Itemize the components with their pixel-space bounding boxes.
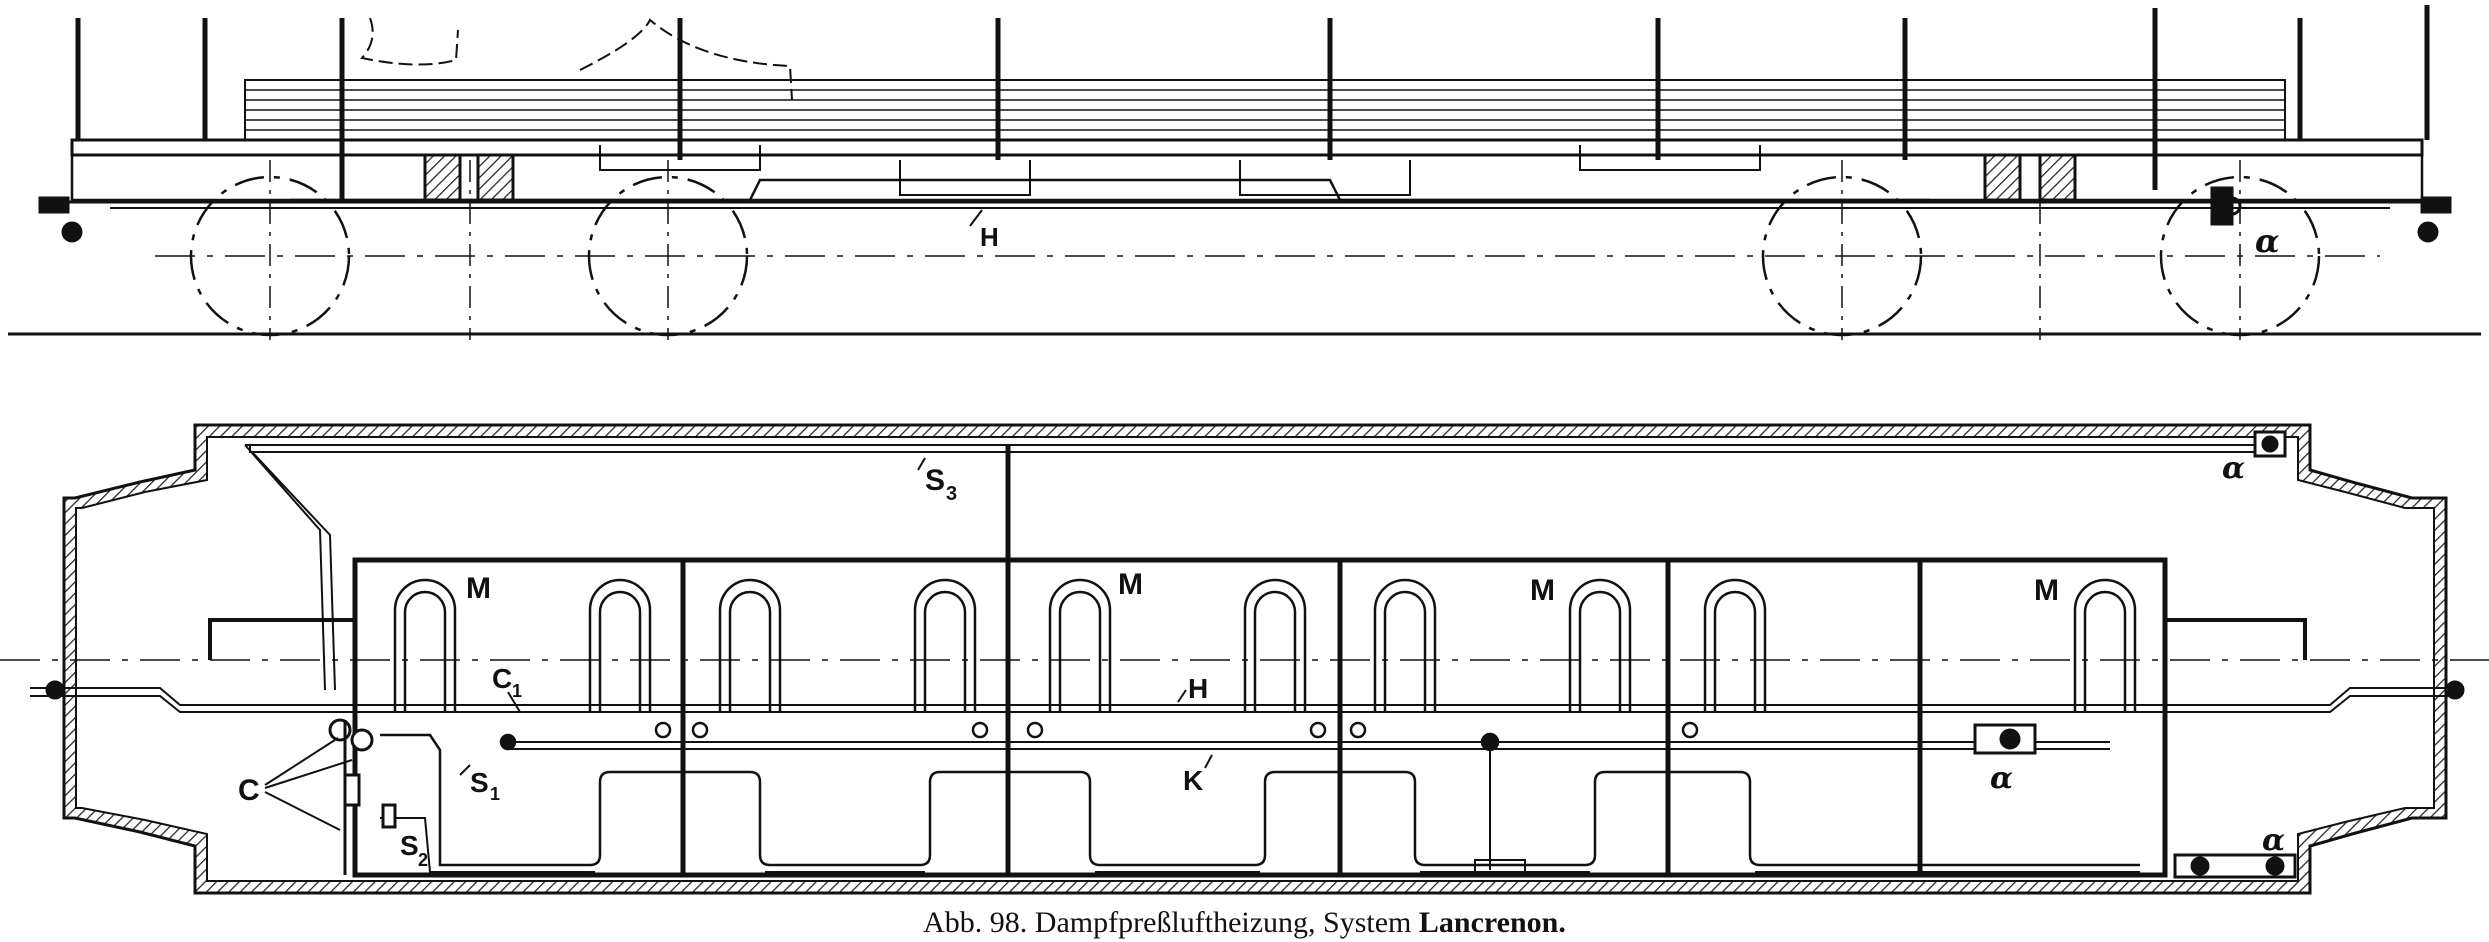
- label-m-2: M: [1118, 568, 1143, 601]
- label-m-4: M: [2034, 574, 2059, 607]
- compartment-block: [352, 557, 2168, 878]
- label-k: K: [1183, 765, 1203, 796]
- heating-pipe-h: [290, 178, 1930, 202]
- label-s1-sub: 1: [490, 784, 500, 804]
- alpha-units: [1973, 430, 2297, 879]
- label-c1-sub: 1: [512, 681, 522, 701]
- label-c-group: C: [238, 774, 260, 807]
- seat-outline-left: [360, 17, 459, 66]
- label-h-plan: H: [1188, 673, 1208, 704]
- return-pipe-s1: [380, 733, 2140, 867]
- vestibule-left: [208, 618, 355, 660]
- floor-frame: [70, 138, 2424, 157]
- label-s3: S: [925, 464, 945, 497]
- heating-diagram: H α: [0, 5, 2489, 895]
- body-posts: [75, 5, 2430, 200]
- distribution-pipe-k: [510, 741, 2110, 750]
- label-alpha-side: α: [2255, 222, 2280, 260]
- pipe-bundle-lines: [245, 89, 2285, 131]
- plan-view: [0, 423, 2489, 895]
- side-radiators: [599, 145, 1761, 196]
- figure-caption: Abb. 98. Dampfpreßluftheizung, System La…: [0, 906, 2489, 940]
- side-elevation: [8, 5, 2481, 340]
- caption-prefix: Abb. 98. Dampfpreßluftheizung, System: [923, 906, 1412, 939]
- label-s2-sub: 2: [418, 850, 428, 870]
- coupling-line: [30, 687, 380, 713]
- heating-pipe-h-plan: [380, 704, 2165, 713]
- pipe-s3-down: [244, 444, 336, 691]
- vestibule-right: [2165, 618, 2307, 660]
- label-s1: S: [470, 767, 489, 798]
- label-m-3: M: [1530, 574, 1555, 607]
- side-valve: [2210, 186, 2242, 226]
- axle-lines: [269, 160, 2241, 340]
- valve-group-c: [328, 718, 397, 875]
- caption-name: Lancrenon.: [1418, 906, 1566, 939]
- label-alpha-top: α: [2222, 451, 2245, 486]
- plan-labels: S 3 α M M M M H C 1 C S 1 S 2 K α α: [238, 451, 2285, 870]
- partitions: [680, 445, 1923, 875]
- label-s2: S: [400, 830, 419, 861]
- radiator-loops-m: [393, 578, 2137, 712]
- seat-outline-mid: [579, 18, 793, 101]
- label-m-1: M: [466, 572, 491, 605]
- label-alpha-bottom: α: [2262, 823, 2285, 858]
- return-pipe-inner: [380, 817, 2140, 873]
- spring-blocks: [423, 153, 2077, 202]
- label-c1: C: [492, 663, 512, 694]
- underframe: [70, 153, 2424, 202]
- label-alpha-mid: α: [1990, 761, 2013, 796]
- couplings: [45, 680, 2465, 700]
- label-h-side: H: [980, 222, 999, 252]
- label-s3-sub: 3: [946, 483, 957, 505]
- buffers: [38, 196, 2452, 243]
